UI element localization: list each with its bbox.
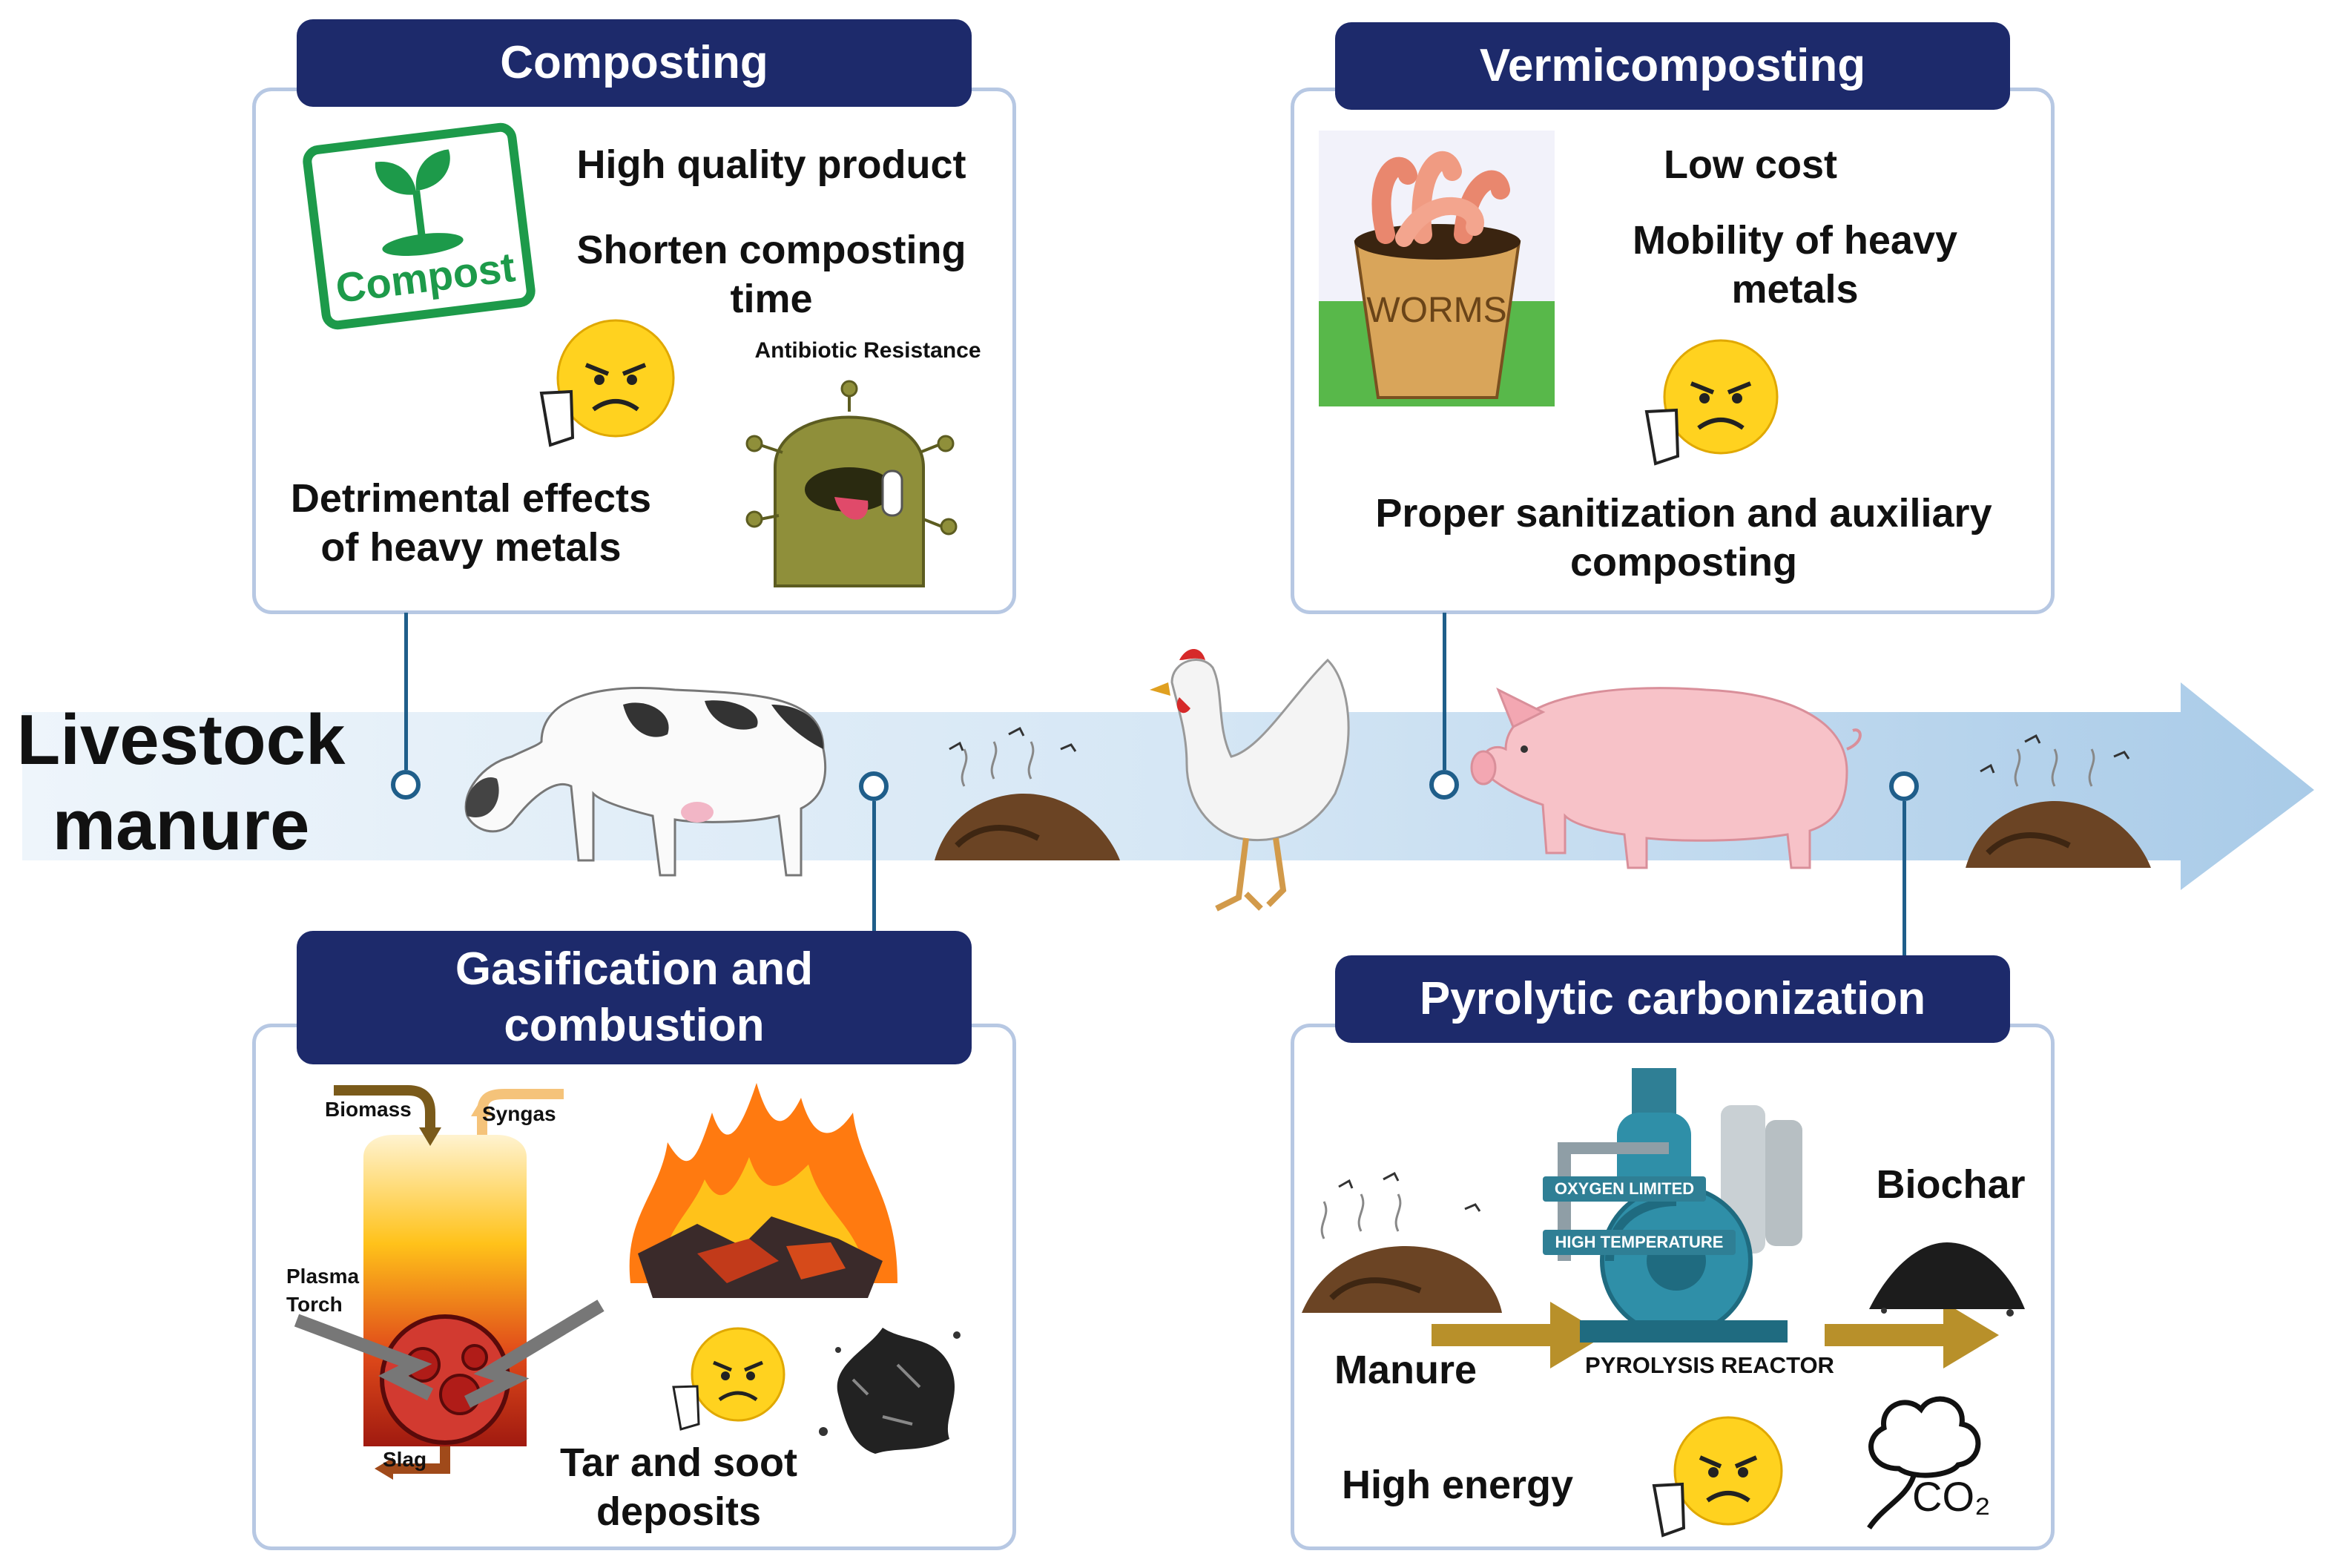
gasifier-reactor-icon	[294, 1085, 605, 1480]
angry-emoji-icon	[1652, 1416, 1783, 1538]
manure-pile-icon	[1966, 734, 2151, 868]
connector-dot-gasification	[859, 771, 889, 801]
chicken-icon	[1150, 649, 1350, 912]
connector-dot-composting	[391, 770, 421, 800]
co2-cloud-icon	[1867, 1396, 1981, 1529]
connector-gasification	[872, 801, 876, 935]
main-label-line2: manure	[52, 785, 310, 866]
cow-icon	[464, 687, 827, 877]
oxygen-limited-label: OXYGEN LIMITED	[1554, 1179, 1695, 1198]
main-label: Livestock manure	[10, 697, 352, 868]
angry-emoji-icon	[672, 1327, 785, 1431]
pyrolysis-reactor-icon	[1558, 1068, 1802, 1343]
pyrolysis-reactor-label: PYROLYSIS REACTOR	[1585, 1352, 1834, 1378]
worms-picture: WORMS	[1319, 131, 1555, 406]
connector-dot-vermicomposting	[1429, 770, 1459, 800]
reactor-to-biochar-arrow	[1825, 1302, 1999, 1368]
gasification-con-1: Tar and soot deposits	[559, 1440, 798, 1534]
vermicomposting-pro-1: Low cost	[1663, 142, 1837, 187]
vermicomposting-con-1: Proper sanitization and auxiliary compos…	[1375, 491, 1992, 584]
biomass-label: Biomass	[325, 1098, 412, 1121]
high-temperature-tag: HIGH TEMPERATURE	[1543, 1230, 1736, 1255]
bacteria-icon	[745, 380, 958, 587]
high-temperature-label: HIGH TEMPERATURE	[1555, 1233, 1724, 1251]
co2-label: CO₂	[1912, 1473, 1991, 1520]
manure-pile-icon	[1302, 1171, 1502, 1313]
antibiotic-resistance-label: Antibiotic Resistance	[754, 338, 981, 363]
manure-label: Manure	[1334, 1348, 1478, 1392]
biochar-pile-icon	[1869, 1242, 2025, 1317]
vermicomposting-pro-2: Mobility of heavy metals	[1632, 218, 1958, 312]
gasification-title: Gasification and combustion	[297, 931, 972, 1064]
sprout-icon	[375, 149, 464, 256]
angry-emoji-icon	[539, 319, 675, 447]
syngas-label: Syngas	[482, 1102, 556, 1125]
plasma-torch-label: Plasma Torch	[286, 1265, 360, 1316]
manure-to-reactor-arrow	[1432, 1302, 1606, 1368]
manure-pile-icon	[935, 726, 1120, 860]
composting-con-1: Detrimental effects of heavy metals	[290, 476, 652, 570]
slag-label: Slag	[383, 1448, 427, 1471]
pig-icon	[1470, 687, 1862, 869]
worms-bag-icon	[1354, 151, 1521, 399]
worms-label: WORMS	[1366, 291, 1507, 330]
pyrolytic-title: Pyrolytic carbonization	[1335, 955, 2010, 1043]
connector-pyrolytic	[1903, 801, 1906, 957]
compost-logo: Compost	[300, 121, 538, 332]
main-label-line1: Livestock	[16, 700, 346, 780]
angry-emoji-icon	[1644, 339, 1779, 466]
fire-icon	[629, 1083, 897, 1298]
connector-dot-pyrolytic	[1889, 771, 1919, 801]
composting-pro-1: High quality product	[576, 142, 966, 187]
biochar-label: Biochar	[1876, 1162, 2026, 1207]
oxygen-limited-tag: OXYGEN LIMITED	[1543, 1176, 1706, 1202]
vermicomposting-title: Vermicomposting	[1335, 22, 2010, 110]
connector-composting	[404, 613, 408, 770]
composting-pro-2: Shorten composting time	[576, 228, 966, 321]
pyrolytic-con-1: High energy	[1341, 1463, 1574, 1507]
composting-title: Composting	[297, 19, 972, 107]
connector-vermicomposting	[1443, 613, 1446, 770]
soot-icon	[819, 1328, 961, 1454]
